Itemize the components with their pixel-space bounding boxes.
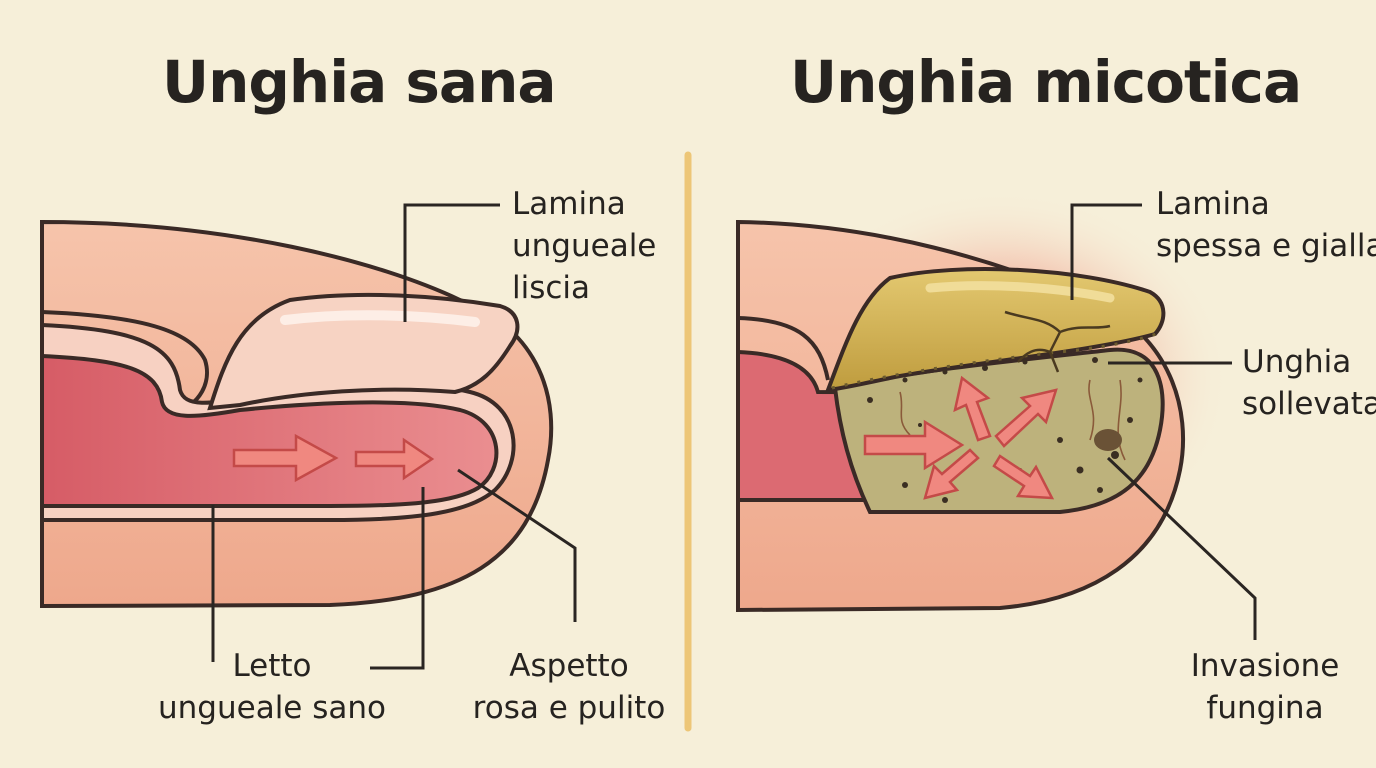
fungal-arrow-main bbox=[863, 419, 965, 471]
healthy-nail-plate-highlight bbox=[280, 310, 480, 327]
fungal-spores bbox=[867, 357, 1143, 503]
leader-fungal-invasion bbox=[1106, 456, 1257, 640]
label-fungal-plate: Lamina spessa e gialla bbox=[1156, 186, 1376, 264]
label-healthy-bed: Letto ungueale sano bbox=[158, 648, 386, 726]
fungal-cuticle-fold bbox=[737, 316, 830, 381]
leader-healthy-bed-2 bbox=[370, 487, 425, 670]
fungal-nail-plate bbox=[824, 267, 1166, 393]
healthy-flow-arrow-1 bbox=[232, 433, 339, 483]
label-healthy-appearance: Aspetto rosa e pulito bbox=[472, 648, 666, 726]
fungal-finger bbox=[736, 190, 1230, 613]
fungal-arrow-downleft bbox=[923, 448, 980, 500]
healthy-flow-arrow-2 bbox=[354, 437, 435, 481]
healthy-cuticle-fold bbox=[41, 310, 209, 414]
healthy-leader-lines bbox=[211, 203, 577, 670]
leader-healthy-plate bbox=[403, 203, 500, 322]
fungal-hyphae bbox=[899, 379, 1126, 461]
fungal-arrow-up bbox=[953, 375, 992, 442]
label-healthy-plate: Lamina ungueale liscia bbox=[512, 186, 657, 306]
fungal-arrow-upright bbox=[994, 388, 1058, 448]
fungal-title: Unghia micotica bbox=[790, 48, 1302, 116]
fungal-nail-plate-highlight bbox=[925, 281, 1115, 303]
label-fungal-lifted: Unghia sollevata bbox=[1242, 344, 1376, 422]
healthy-nail-bed bbox=[40, 353, 499, 508]
leader-healthy-appearance bbox=[457, 468, 577, 622]
nail-crack bbox=[1004, 310, 1111, 373]
healthy-finger bbox=[40, 219, 554, 609]
healthy-title: Unghia sana bbox=[162, 48, 556, 116]
label-fungal-invasion: Invasione fungina bbox=[1190, 648, 1340, 726]
fungal-spread-arrows bbox=[863, 375, 1058, 500]
fungal-arrow-downright bbox=[992, 454, 1055, 500]
leader-fungal-plate bbox=[1070, 203, 1142, 300]
fungal-nail-plate-underside bbox=[831, 332, 1157, 390]
fungal-leader-lines bbox=[1070, 203, 1257, 640]
